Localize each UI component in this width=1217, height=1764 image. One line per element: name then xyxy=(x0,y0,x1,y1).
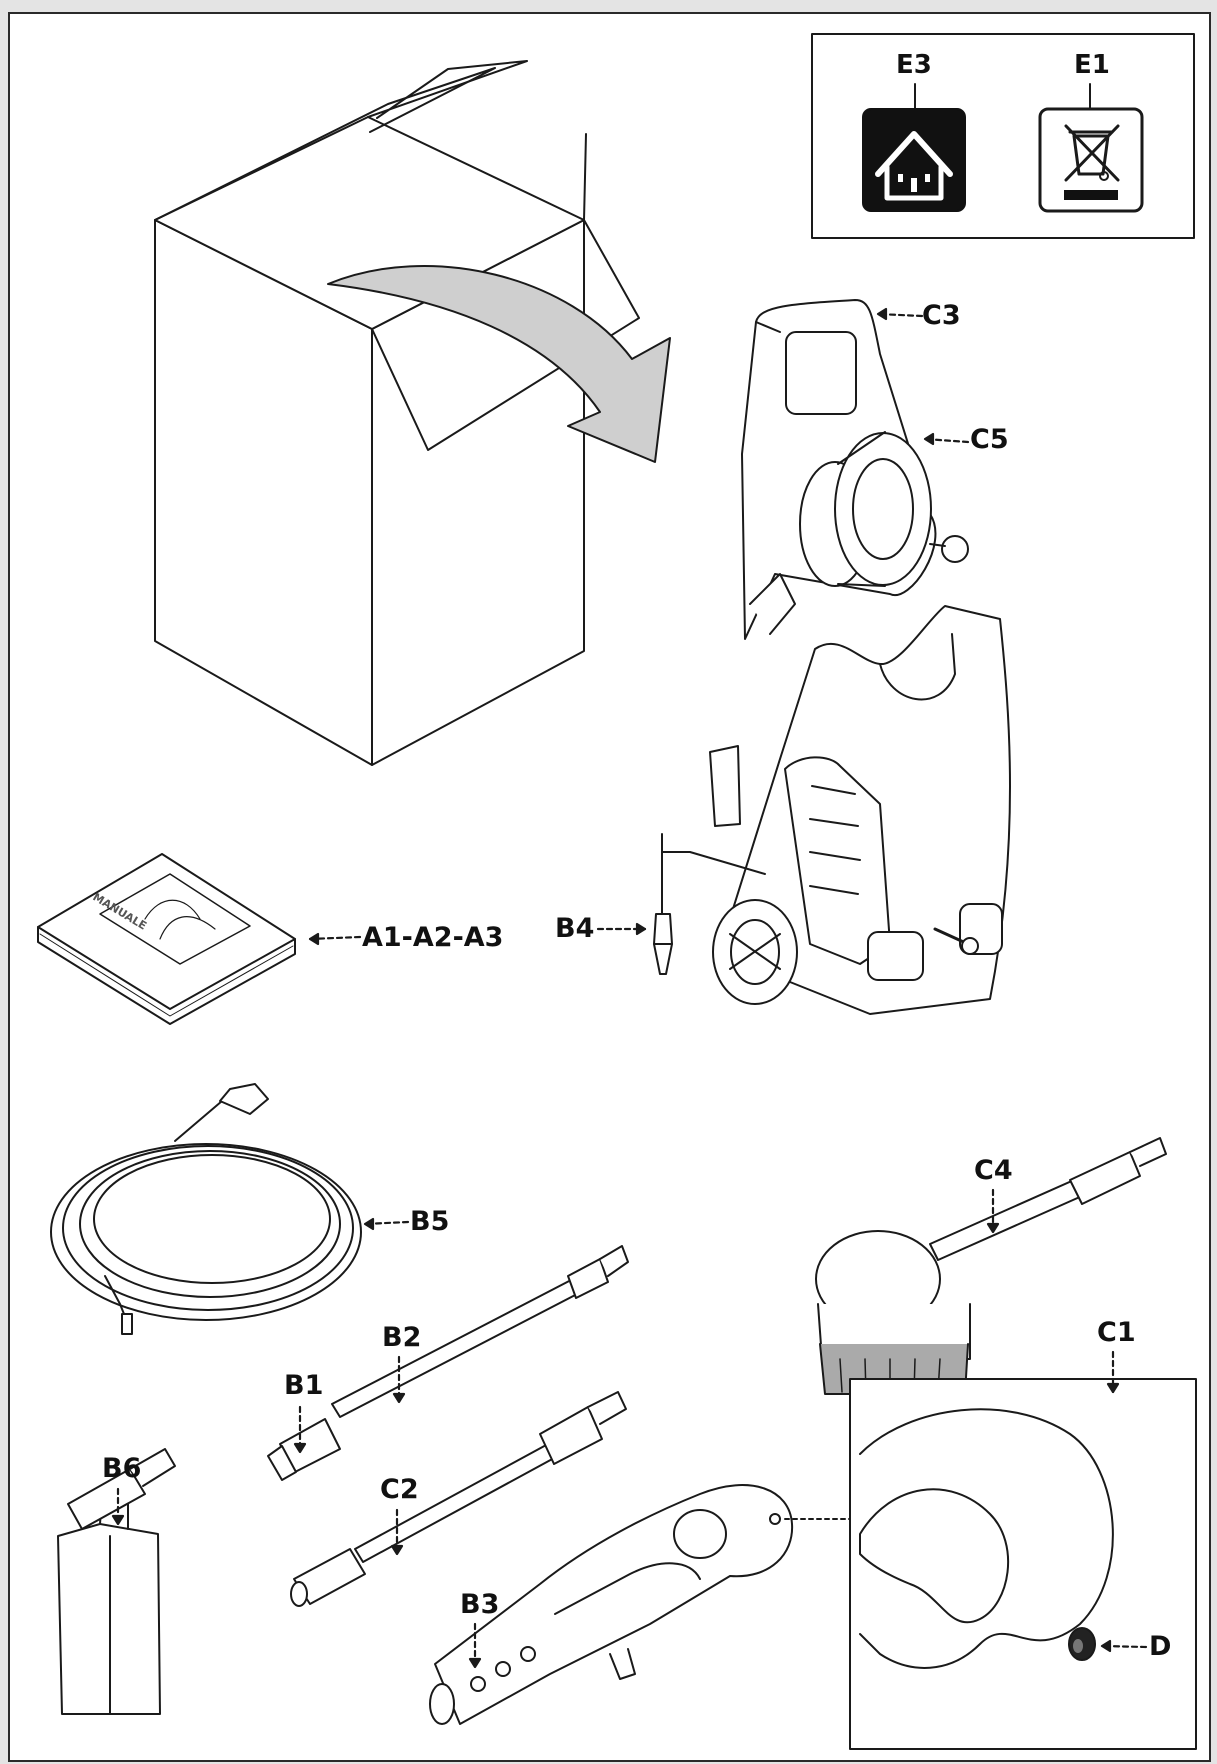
symbol-panel xyxy=(811,33,1195,239)
high-pressure-hose xyxy=(50,1083,362,1335)
label-c4: C4 xyxy=(974,1155,1013,1186)
wash-brush xyxy=(815,1137,1167,1395)
crossed-bin-icon xyxy=(1038,107,1144,213)
label-b1: B1 xyxy=(284,1370,324,1401)
label-b2: B2 xyxy=(382,1322,422,1353)
exploded-parts-drawing: MANUALE xyxy=(37,33,1197,1750)
label-c1: C1 xyxy=(1097,1317,1136,1348)
hose-reel-part xyxy=(799,431,969,587)
leader-arrows xyxy=(111,307,1148,1669)
gun-detail-panel xyxy=(849,1378,1197,1750)
carton-box xyxy=(154,60,640,766)
lance-part xyxy=(267,1245,629,1481)
label-d: D xyxy=(1149,1631,1172,1662)
label-b4: B4 xyxy=(555,913,595,944)
rotary-lance-part xyxy=(290,1391,627,1607)
label-a1-a2-a3: A1-A2-A3 xyxy=(362,922,504,953)
label-c2: C2 xyxy=(380,1474,419,1505)
label-b5: B5 xyxy=(410,1206,450,1237)
pressure-washer-body xyxy=(661,605,1011,1015)
label-b3: B3 xyxy=(460,1589,500,1620)
spray-gun xyxy=(429,1484,794,1725)
symbol-code-e3: E3 xyxy=(896,50,932,80)
manual-booklet: MANUALE xyxy=(37,853,296,1025)
symbol-code-e1: E1 xyxy=(1074,50,1110,80)
diagram-sheet: MANUALE xyxy=(8,12,1211,1762)
label-c5: C5 xyxy=(970,424,1009,455)
detergent-bottle xyxy=(57,1448,176,1715)
label-b6: B6 xyxy=(102,1453,142,1484)
plug-part xyxy=(653,879,673,975)
label-c3: C3 xyxy=(922,300,961,331)
curved-arrow xyxy=(327,265,671,463)
